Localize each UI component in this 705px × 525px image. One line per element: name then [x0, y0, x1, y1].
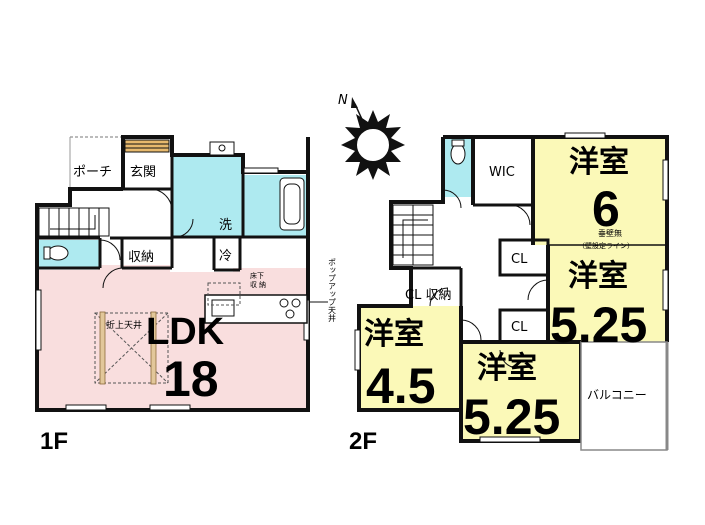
room6-size: 6 [592, 181, 620, 237]
room45-size: 4.5 [366, 358, 436, 414]
washroom-area [172, 155, 243, 237]
ldk-size: 18 [163, 351, 219, 407]
room6-note: 垂壁無 [598, 228, 622, 238]
room525a-name: 洋室 [568, 259, 628, 293]
underfloor-storage [207, 282, 241, 306]
room525a-size: 5.25 [550, 297, 647, 353]
walls-1f [35, 135, 310, 412]
ldk-label: LDK [146, 311, 225, 353]
floor-1: ポーチ 玄関 洗 収納 冷 床下 収納 折上天井 LDK 18 ポップアップ天井… [35, 135, 337, 455]
fridge-label: 冷 [219, 249, 232, 264]
underfloor-label-1: 床下 [250, 271, 264, 280]
room-525b-area [461, 342, 581, 441]
room-6-area [533, 137, 667, 245]
floor1-label: 1F [40, 428, 68, 455]
porch-label: ポーチ [73, 165, 112, 180]
sink-icon [211, 299, 235, 317]
room-45-area [359, 306, 459, 409]
room-525a-area [548, 245, 667, 342]
interior-walls-1f [37, 155, 308, 272]
cl-storage-label: CL 収納 [405, 288, 451, 303]
doors-2f [429, 189, 549, 369]
folding-ceiling-outline [94, 312, 169, 384]
doors-1f [99, 188, 194, 289]
porch-outline [69, 136, 124, 190]
balcony-area [580, 341, 668, 451]
popup-ceiling-label: ポップアップ天井 [328, 258, 337, 323]
shoe-box [124, 139, 170, 153]
floor-2: WIC 洋室 6 垂壁無 （壁設定ライン） 洋室 5.25 洋室 4.5 洋室 … [349, 132, 669, 455]
wic-label: WIC [489, 165, 515, 180]
floor2-label: 2F [349, 428, 377, 455]
north-label: N [338, 93, 348, 108]
entrance-label: 玄関 [130, 165, 156, 180]
balcony-label: バルコニー [587, 388, 647, 402]
wash-label: 洗 [219, 218, 232, 233]
interior-walls-2f [411, 203, 667, 344]
cl-label-2: CL [511, 320, 528, 335]
ceiling-beam [150, 311, 157, 385]
compass: N [338, 93, 405, 180]
stairs-2f [392, 204, 434, 266]
toilet-icon [47, 245, 69, 261]
cl-label-1: CL [511, 252, 528, 267]
bathtub-icon [279, 177, 305, 231]
stairs-1f [38, 207, 110, 237]
room6-name: 洋室 [569, 145, 629, 179]
room525b-name: 洋室 [477, 351, 537, 385]
toilet-icon [450, 143, 466, 165]
ceiling-beam [99, 311, 106, 385]
room45-name: 洋室 [364, 317, 424, 351]
stove-icon [279, 298, 289, 308]
folding-ceiling-label: 折上天井 [106, 319, 142, 331]
room525b-size: 5.25 [463, 389, 560, 445]
storage-label: 収納 [128, 250, 154, 265]
partition-note: （壁設定ライン） [578, 241, 634, 250]
